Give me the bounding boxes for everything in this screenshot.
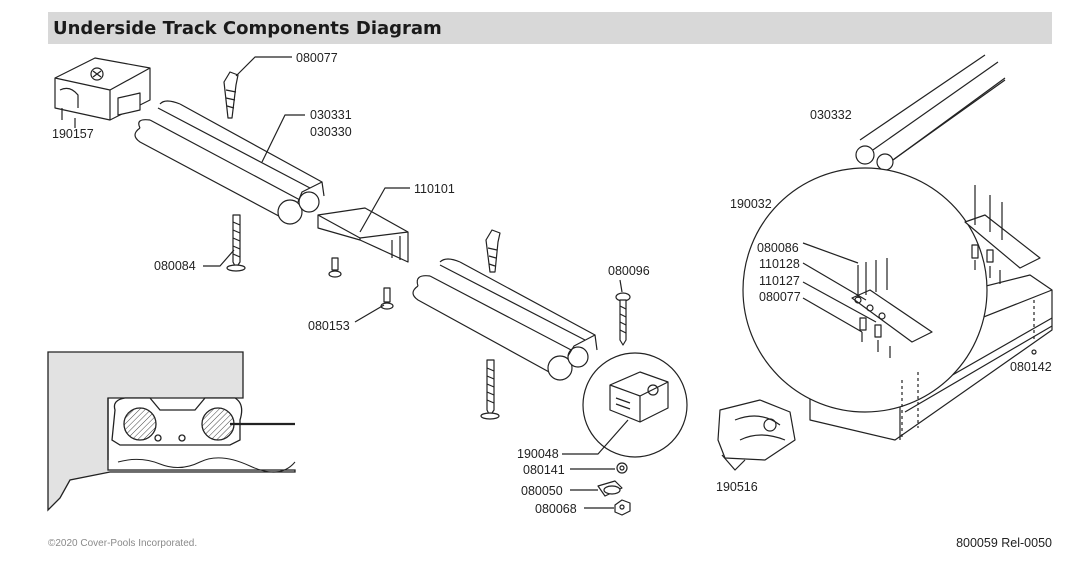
track-030332	[855, 54, 1006, 171]
label-080050: 080050	[521, 484, 563, 498]
label-110101: 110101	[414, 182, 455, 196]
anchor-second	[485, 229, 501, 273]
screw-080096	[615, 292, 631, 346]
label-080077-detail: 080077	[759, 290, 801, 304]
thumbscrew-080050	[597, 480, 623, 497]
end-cap-block-190157	[54, 57, 151, 121]
track-030331	[134, 100, 325, 225]
label-030331: 030331	[310, 108, 352, 122]
bracket-190516	[717, 399, 796, 471]
page-title: Underside Track Components Diagram	[53, 18, 442, 39]
screw-080084	[226, 214, 246, 272]
document-id: 800059 Rel-0050	[956, 536, 1052, 550]
label-080141: 080141	[523, 463, 565, 477]
detail-circle-190032	[742, 167, 988, 413]
label-080084: 080084	[154, 259, 196, 273]
cross-section-inset	[47, 351, 296, 512]
spline-110101	[317, 207, 409, 263]
copyright-text: ©2020 Cover-Pools Incorporated.	[48, 538, 198, 549]
screw-080153-b	[380, 287, 394, 310]
screw-lower	[480, 359, 500, 420]
label-110128: 110128	[759, 257, 800, 271]
screw-080153-a	[328, 257, 342, 278]
label-080086: 080086	[757, 241, 799, 255]
label-030330: 030330	[310, 125, 352, 139]
plate-detail	[851, 258, 933, 358]
leader-lines	[74, 56, 877, 509]
part-labels: 080077 190157 030331 030330 030332 11010…	[52, 51, 1052, 516]
label-110127: 110127	[759, 274, 800, 288]
label-030332: 030332	[810, 108, 852, 122]
nut-080068	[614, 499, 631, 516]
label-080068: 080068	[535, 502, 577, 516]
label-080077: 080077	[296, 51, 338, 65]
track-middle	[412, 258, 598, 381]
label-080096: 080096	[608, 264, 650, 278]
label-190157: 190157	[52, 127, 94, 141]
title-bar: Underside Track Components Diagram	[48, 12, 1052, 44]
label-190032: 190032	[730, 197, 772, 211]
washer-080141	[616, 462, 628, 474]
label-080153: 080153	[308, 319, 350, 333]
plate-upper	[964, 185, 1041, 284]
label-190048: 190048	[517, 447, 559, 461]
label-190516: 190516	[716, 480, 758, 494]
clamp-block-190048	[609, 371, 669, 423]
label-080142: 080142	[1010, 360, 1052, 374]
anchor-080077	[223, 71, 239, 119]
